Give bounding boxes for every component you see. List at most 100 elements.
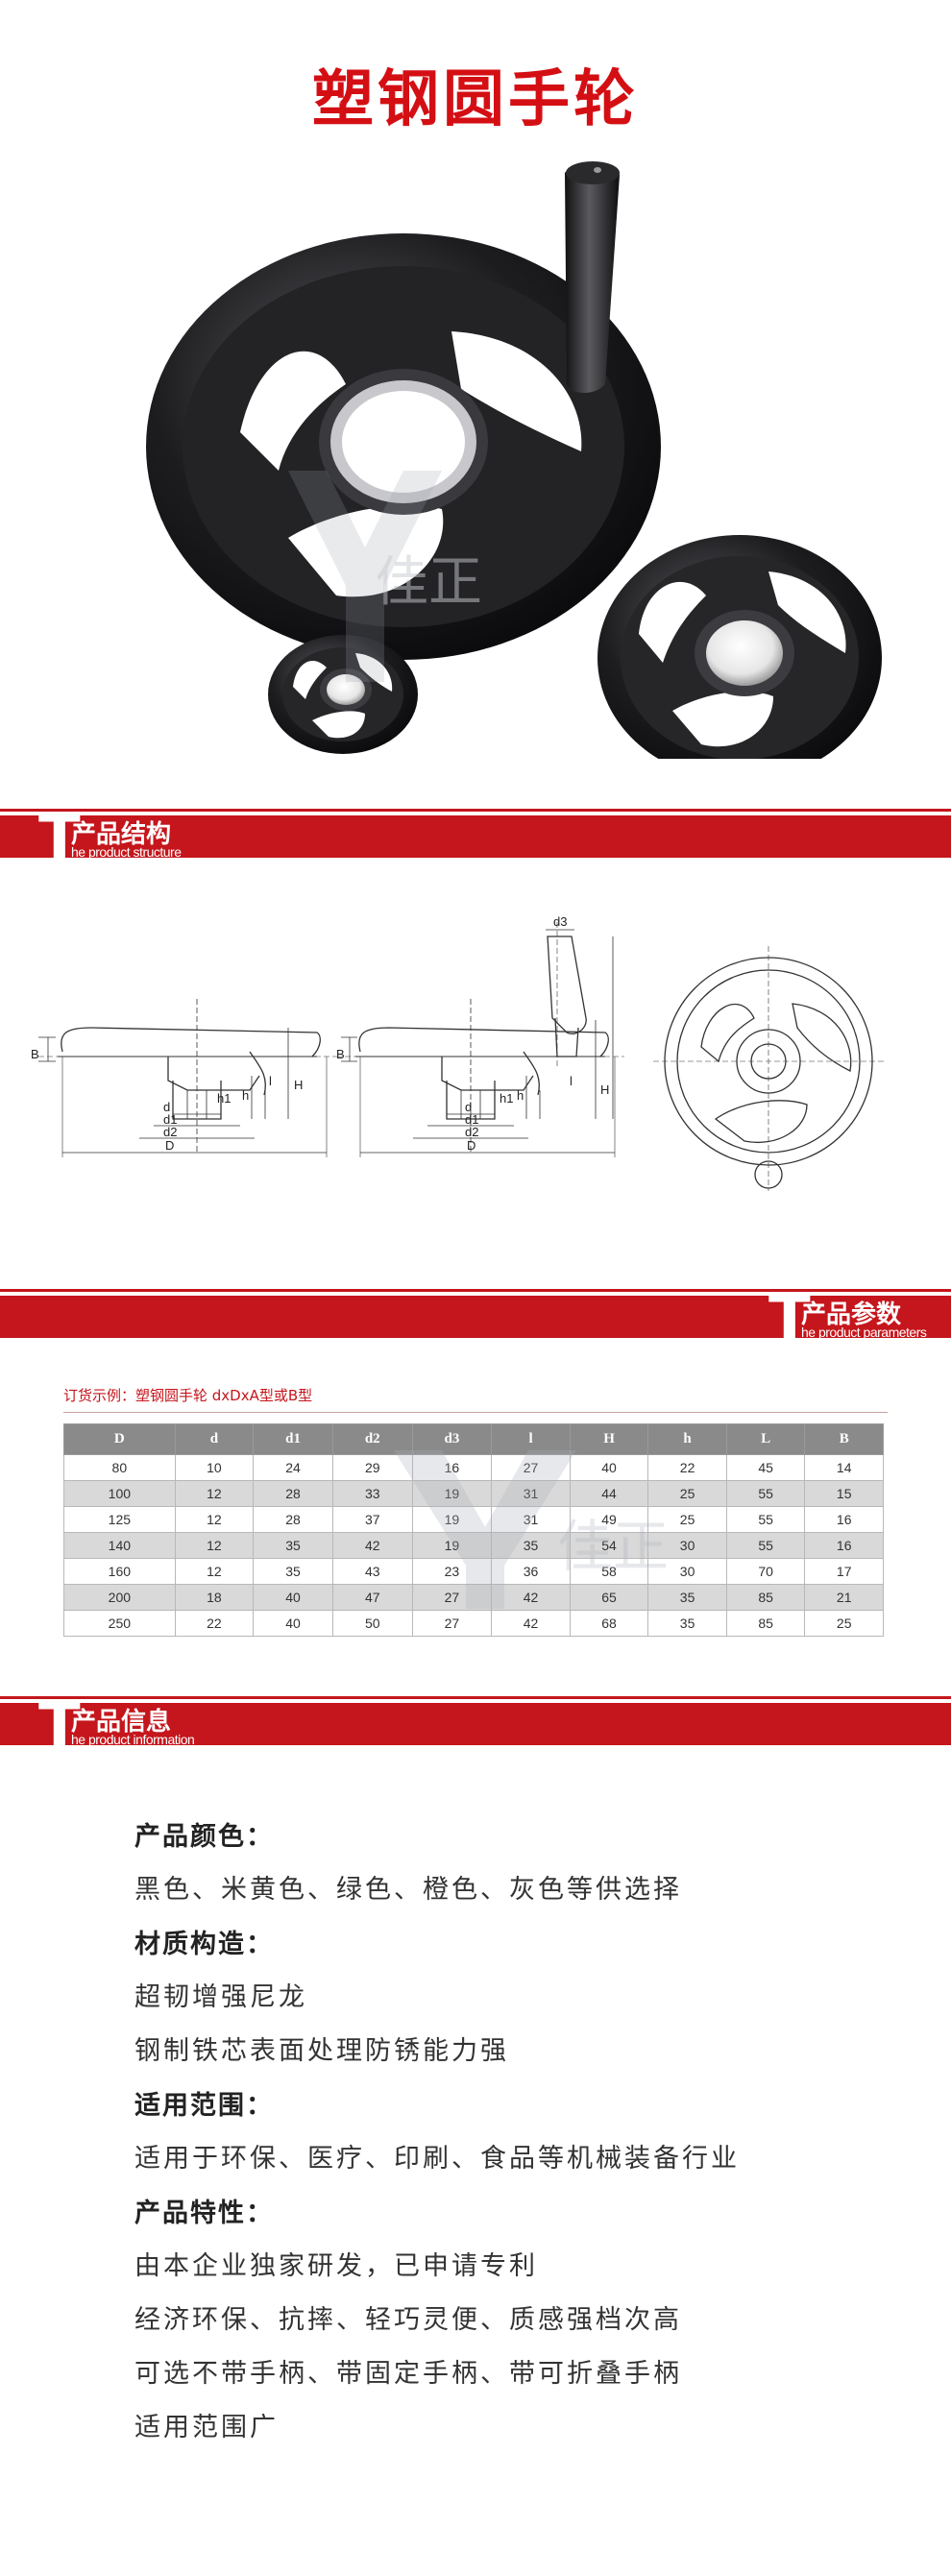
label-l: l — [269, 1074, 272, 1088]
table-cell: 50 — [331, 1610, 413, 1637]
table-cell: 19 — [411, 1506, 493, 1533]
banner-subtitle: he product structure — [71, 844, 182, 860]
product-photo: 佳正 — [146, 161, 882, 759]
info-material-text: 超韧增强尼龙 — [134, 1982, 307, 2012]
table-header-cell: L — [725, 1423, 806, 1455]
label-dd-2: D — [467, 1138, 476, 1153]
table-cell: 19 — [411, 1480, 493, 1507]
info-feature-text: 可选不带手柄、带固定手柄、带可折叠手柄 — [134, 2359, 682, 2389]
table-cell: 200 — [63, 1584, 176, 1611]
table-cell: 25 — [647, 1506, 727, 1533]
table-cell: 16 — [411, 1454, 493, 1481]
table-cell: 16 — [804, 1532, 884, 1559]
table-cell: 100 — [63, 1480, 176, 1507]
label-d-2: d — [465, 1100, 472, 1114]
table-header-cell: d — [174, 1423, 255, 1455]
table-cell: 31 — [491, 1506, 571, 1533]
table-cell: 43 — [331, 1558, 413, 1585]
banner-title: 产品参数 — [801, 1300, 902, 1329]
label-b: B — [31, 1047, 39, 1061]
table-cell: 27 — [411, 1584, 493, 1611]
label-h-small: h — [242, 1088, 249, 1103]
divider — [63, 1412, 888, 1413]
table-cell: 19 — [411, 1532, 493, 1559]
banner-subtitle: he product parameters — [801, 1324, 927, 1340]
table-cell: 27 — [491, 1454, 571, 1481]
table-cell: 12 — [174, 1558, 255, 1585]
table-header-cell: D — [63, 1423, 176, 1455]
table-cell: 37 — [331, 1506, 413, 1533]
table-cell: 21 — [804, 1584, 884, 1611]
table-cell: 68 — [569, 1610, 649, 1637]
order-example: 订货示例：塑钢圆手轮 dxDxA型或B型 — [63, 1387, 313, 1404]
table-cell: 65 — [569, 1584, 649, 1611]
table-cell: 33 — [331, 1480, 413, 1507]
info-feature-text: 由本企业独家研发，已申请专利 — [134, 2251, 538, 2281]
info-feature-text: 经济环保、抗摔、轻巧灵便、质感强档次高 — [134, 2305, 682, 2335]
table-cell: 28 — [253, 1506, 333, 1533]
info-color-title: 产品颜色： — [134, 1822, 274, 1852]
table-cell: 160 — [63, 1558, 176, 1585]
table-cell: 140 — [63, 1532, 176, 1559]
table-cell: 55 — [725, 1506, 806, 1533]
section-banner-params: T 产品参数 he product parameters — [0, 1282, 951, 1353]
table-cell: 29 — [331, 1454, 413, 1481]
section-banner-info: T 产品信息 he product information — [0, 1689, 951, 1761]
info-scope-text: 适用于环保、医疗、印刷、食品等机械装备行业 — [134, 2144, 740, 2174]
banner-title: 产品结构 — [71, 820, 172, 849]
table-cell: 85 — [725, 1610, 806, 1637]
table-cell: 10 — [174, 1454, 255, 1481]
table-cell: 40 — [569, 1454, 649, 1481]
brand-watermark: 佳正 — [375, 551, 482, 614]
label-dd: D — [165, 1138, 174, 1153]
table-cell: 22 — [647, 1454, 727, 1481]
label-h-small-2: h — [517, 1088, 524, 1103]
banner-t-letter: T — [38, 1689, 81, 1761]
table-cell: 12 — [174, 1532, 255, 1559]
info-scope-title: 适用范围： — [134, 2091, 274, 2121]
table-cell: 23 — [411, 1558, 493, 1585]
table-cell: 30 — [647, 1558, 727, 1585]
label-b-2: B — [336, 1047, 345, 1061]
label-h: H — [294, 1078, 303, 1092]
table-cell: 55 — [725, 1532, 806, 1559]
table-cell: 24 — [253, 1454, 333, 1481]
table-cell: 25 — [647, 1480, 727, 1507]
table-cell: 22 — [174, 1610, 255, 1637]
table-cell: 12 — [174, 1506, 255, 1533]
table-cell: 45 — [725, 1454, 806, 1481]
table-cell: 27 — [411, 1610, 493, 1637]
table-header-cell: h — [647, 1423, 727, 1455]
table-cell: 42 — [331, 1532, 413, 1559]
table-cell: 36 — [491, 1558, 571, 1585]
table-header-cell: d2 — [331, 1423, 413, 1455]
table-cell: 35 — [647, 1584, 727, 1611]
table-cell: 14 — [804, 1454, 884, 1481]
table-header-cell: B — [804, 1423, 884, 1455]
banner-t-letter: T — [768, 1282, 811, 1353]
table-cell: 25 — [804, 1610, 884, 1637]
label-h-2: H — [600, 1082, 609, 1097]
table-cell: 55 — [725, 1480, 806, 1507]
table-cell: 15 — [804, 1480, 884, 1507]
table-cell: 40 — [253, 1584, 333, 1611]
table-cell: 85 — [725, 1584, 806, 1611]
table-cell: 35 — [253, 1558, 333, 1585]
info-material-title: 材质构造： — [134, 1930, 274, 1959]
label-d3: d3 — [553, 914, 567, 929]
table-header-row: D d d1 d2 d3 l H h L B — [63, 1423, 884, 1455]
label-h1-2: h1 — [500, 1091, 513, 1106]
table-cell: 16 — [804, 1506, 884, 1533]
label-d2: d2 — [163, 1125, 177, 1139]
table-cell: 18 — [174, 1584, 255, 1611]
table-cell: 42 — [491, 1610, 571, 1637]
label-h1: h1 — [217, 1091, 231, 1106]
label-d: d — [163, 1100, 170, 1114]
